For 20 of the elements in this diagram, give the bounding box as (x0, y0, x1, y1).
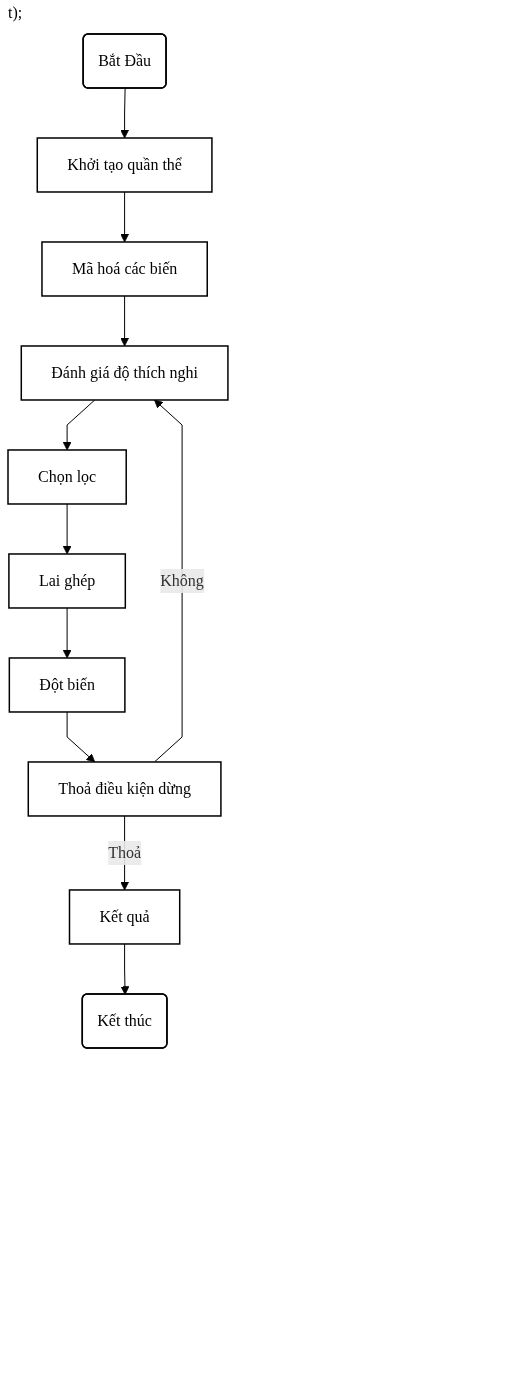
node-box: Kết quả (68, 889, 181, 945)
arrow (120, 191, 129, 243)
arrow (120, 943, 130, 995)
node-box: Đánh giá độ thích nghi (20, 345, 229, 401)
arrow (62, 399, 96, 451)
node-box: Đột biến (8, 657, 126, 713)
node-box: Chọn lọc (7, 449, 127, 505)
node-box: Mã hoá các biến (41, 241, 208, 297)
edge-label: Không (160, 571, 204, 589)
node-box: Lai ghép (8, 553, 127, 609)
node-box: Thoả điều kiện dừng (27, 761, 222, 817)
arrow (120, 88, 129, 139)
arrow (153, 399, 183, 763)
arrow (62, 607, 72, 659)
arrow (120, 295, 129, 347)
node-box: Khởi tạo quần thể (36, 137, 213, 193)
arrow (66, 711, 96, 763)
arrow (62, 503, 72, 555)
text-fragment: t); (8, 4, 24, 22)
edge-label: Thoả (108, 843, 142, 861)
